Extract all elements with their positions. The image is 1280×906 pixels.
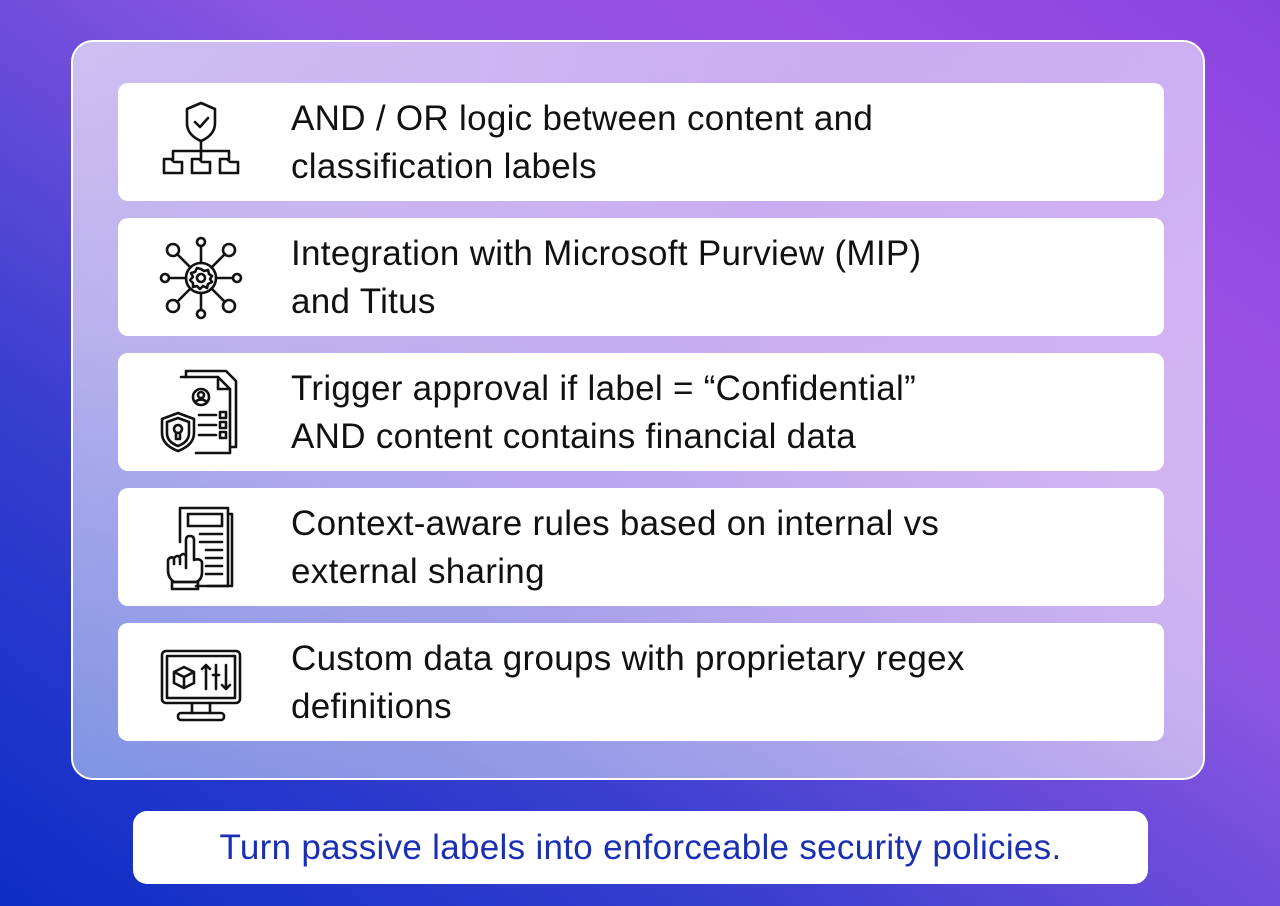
feature-card: Custom data groups with proprietary rege… [118, 623, 1164, 741]
feature-line: Integration with Microsoft Purview (MIP) [291, 234, 922, 273]
monitor-settings-icon [160, 649, 242, 722]
feature-line: AND content contains financial data [291, 417, 856, 456]
shield-hierarchy-icon [162, 101, 240, 175]
feature-line: Context-aware rules based on internal vs [291, 504, 940, 543]
feature-line: AND / OR logic between content and [291, 99, 874, 138]
network-gear-icon [159, 236, 243, 320]
feature-line: Custom data groups with proprietary rege… [291, 639, 965, 678]
document-touch-icon [166, 506, 234, 591]
feature-card: Context-aware rules based on internal vs… [118, 488, 1164, 606]
feature-card: AND / OR logic between content and class… [118, 83, 1164, 201]
feature-card: Integration with Microsoft Purview (MIP)… [118, 218, 1164, 336]
tagline-banner: Turn passive labels into enforceable sec… [133, 811, 1148, 884]
feature-line: and Titus [291, 282, 436, 321]
feature-line: definitions [291, 687, 452, 726]
feature-line: Trigger approval if label = “Confidentia… [291, 369, 917, 408]
tagline: Turn passive labels into enforceable sec… [219, 827, 1062, 867]
feature-line: classification labels [291, 147, 597, 186]
feature-card: Trigger approval if label = “Confidentia… [118, 353, 1164, 471]
secure-document-icon [160, 369, 238, 455]
features-panel: AND / OR logic between content and class… [71, 40, 1205, 780]
feature-line: external sharing [291, 552, 545, 591]
